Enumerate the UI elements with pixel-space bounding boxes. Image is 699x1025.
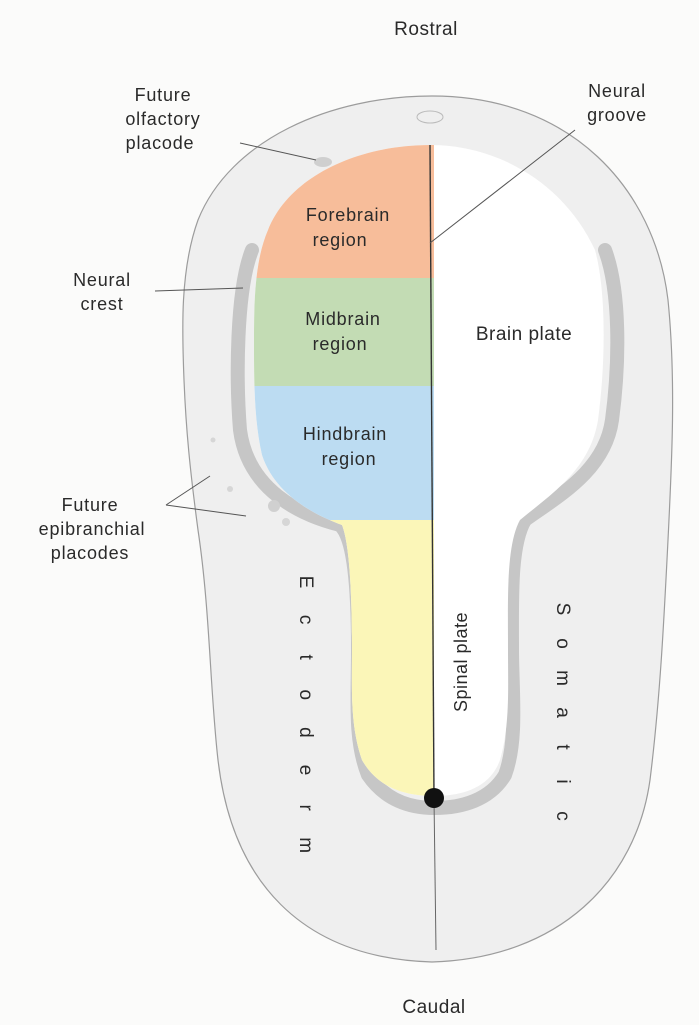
left-vertical-letter: t — [295, 655, 316, 661]
left-vertical-letter: r — [295, 804, 316, 811]
primitive-node — [424, 788, 444, 808]
brain-plate-label: Brain plate — [476, 324, 572, 345]
right-vertical-letter: i — [552, 779, 573, 783]
epibranchial-label-line1: Future — [62, 495, 119, 515]
neural-groove-label-line1: Neural — [588, 81, 646, 101]
right-vertical-letter: S — [552, 603, 573, 616]
epibranchial-placode-mark — [282, 518, 290, 526]
epibranchial-placode-mark — [268, 500, 280, 512]
right-vertical-letter: t — [552, 744, 573, 750]
neural-crest-label-line2: crest — [80, 294, 123, 314]
right-vertical-letter: o — [552, 638, 573, 649]
midbrain-label-line1: Midbrain — [305, 309, 380, 329]
epibranchial-label-line3: placodes — [51, 543, 129, 563]
hindbrain-label-line1: Hindbrain — [303, 424, 387, 444]
right-vertical-letter: a — [552, 707, 573, 718]
left-vertical-letter: c — [295, 615, 316, 625]
spinal-plate-label: Spinal plate — [451, 612, 471, 712]
olfactory-label-line3: placode — [126, 133, 195, 153]
left-vertical-letter: m — [295, 837, 316, 853]
right-vertical-letter: m — [552, 670, 573, 686]
neural-crest-label-line1: Neural — [73, 270, 131, 290]
epibranchial-placode-mark — [227, 486, 233, 492]
midbrain-label-line2: region — [313, 334, 368, 354]
epibranchial-placode-mark — [211, 438, 216, 443]
left-vertical-letter: e — [295, 765, 316, 776]
left-vertical-letter: d — [295, 727, 316, 738]
rostral-label: Rostral — [394, 19, 458, 40]
olfactory-label-line2: olfactory — [125, 109, 200, 129]
forebrain-label-line2: region — [313, 230, 368, 250]
right-vertical-letter: c — [552, 811, 573, 821]
olfactory-placode-mark — [314, 157, 332, 167]
left-vertical-letter: o — [295, 690, 316, 701]
forebrain-label-line1: Forebrain — [306, 205, 390, 225]
caudal-label: Caudal — [402, 997, 465, 1018]
neural-groove-label-line2: groove — [587, 105, 647, 125]
midbrain-region — [240, 278, 434, 386]
epibranchial-label-line2: epibranchial — [39, 519, 146, 539]
hindbrain-label-line2: region — [322, 449, 377, 469]
left-vertical-letter: E — [295, 576, 316, 589]
olfactory-label-line1: Future — [135, 85, 192, 105]
